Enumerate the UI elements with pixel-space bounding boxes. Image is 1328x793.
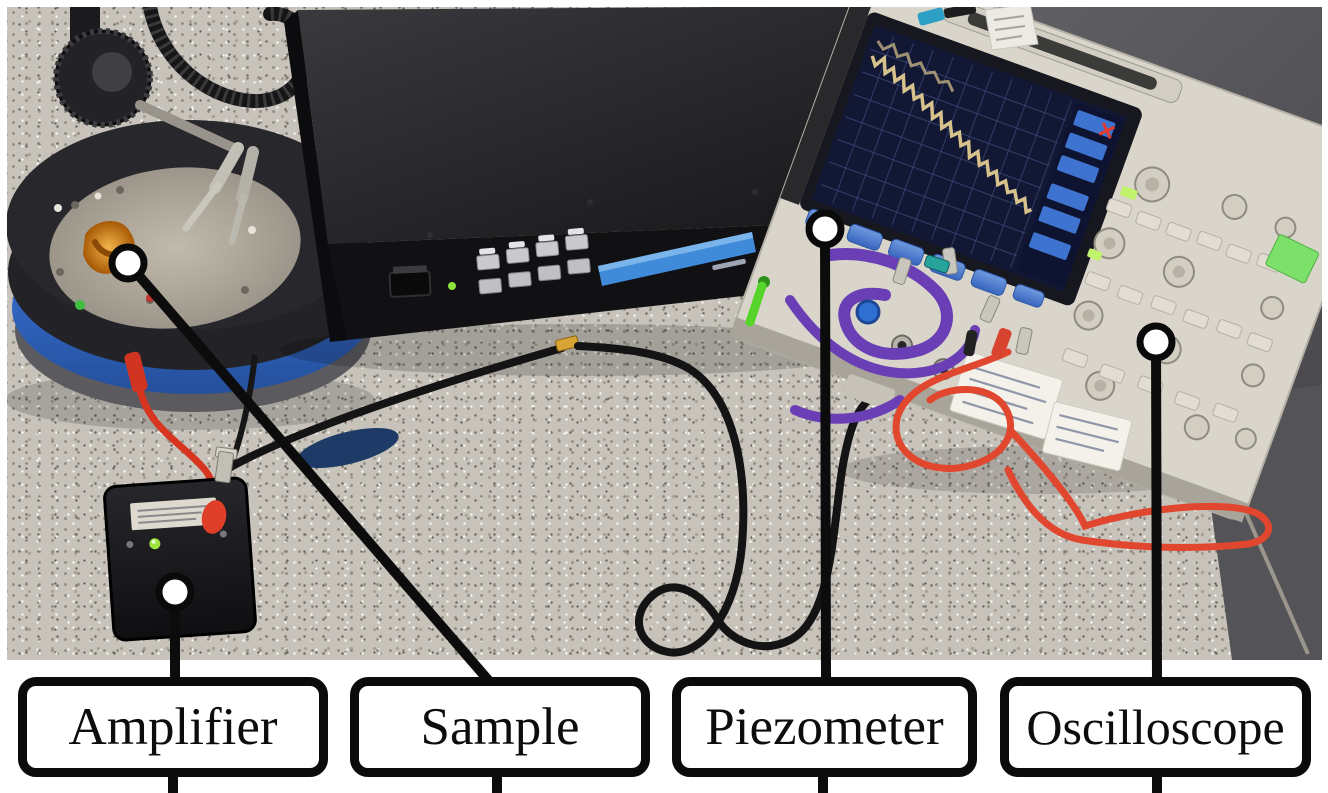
callout-dot-sample [108,243,148,283]
label-box-piezometer: Piezometer [672,677,977,777]
bnc-cable [225,344,566,472]
callout-line-oscilloscope [1151,341,1162,682]
label-box-amplifier: Amplifier [18,677,328,777]
alligator-clip-icon [182,181,222,232]
waveform-trace-2 [876,40,955,93]
green-marker [1087,248,1103,261]
red-probe-cables [892,348,1273,551]
callout-dot-oscilloscope [1136,322,1176,362]
amplifier-bnc [214,446,238,484]
piezometer-device [280,7,880,376]
teal-connector [924,254,950,274]
label-box-sample: Sample [350,677,650,777]
red-probe-clip [991,327,1012,359]
black-probe-clip [963,329,978,357]
label-text-sample: Sample [420,698,580,756]
red-connector [201,500,227,534]
label-text-amplifier: Amplifier [68,698,278,756]
label-text-piezometer: Piezometer [705,698,944,756]
green-cable-tip [745,281,767,327]
callout-line-sample [124,259,493,685]
piezometer-buttons [476,227,591,295]
alligator-clip-icon [228,192,248,246]
teal-connector-top [917,7,945,26]
power-button [388,270,432,298]
power-led [448,282,456,290]
handwritten-labels [949,351,1133,472]
callout-dot-amplifier [155,572,195,612]
blue-connector [855,299,881,325]
label-box-oscilloscope: Oscilloscope [1000,677,1311,777]
sample-stage [7,7,399,513]
screen-grid [816,30,1073,269]
green-marker [1120,186,1138,200]
label-text-oscilloscope: Oscilloscope [1026,699,1285,755]
green-sticky-note [1265,234,1319,284]
waveform-trace [870,54,1033,215]
metal-clips [892,247,1033,355]
clamp-stand [53,7,259,246]
oscilloscope-screen [800,12,1142,306]
red-clip [124,351,148,393]
callout-line-piezometer [820,228,831,682]
screen-red-x-icon [1098,122,1116,139]
oscilloscope-device [729,7,1322,523]
callout-dot-piezometer [805,209,845,249]
bnc-cable-loop [574,342,1002,657]
callout-dots [108,209,1176,612]
piezometer-top [298,7,858,244]
gold-connector [555,335,580,352]
stage-green-led [75,300,85,310]
